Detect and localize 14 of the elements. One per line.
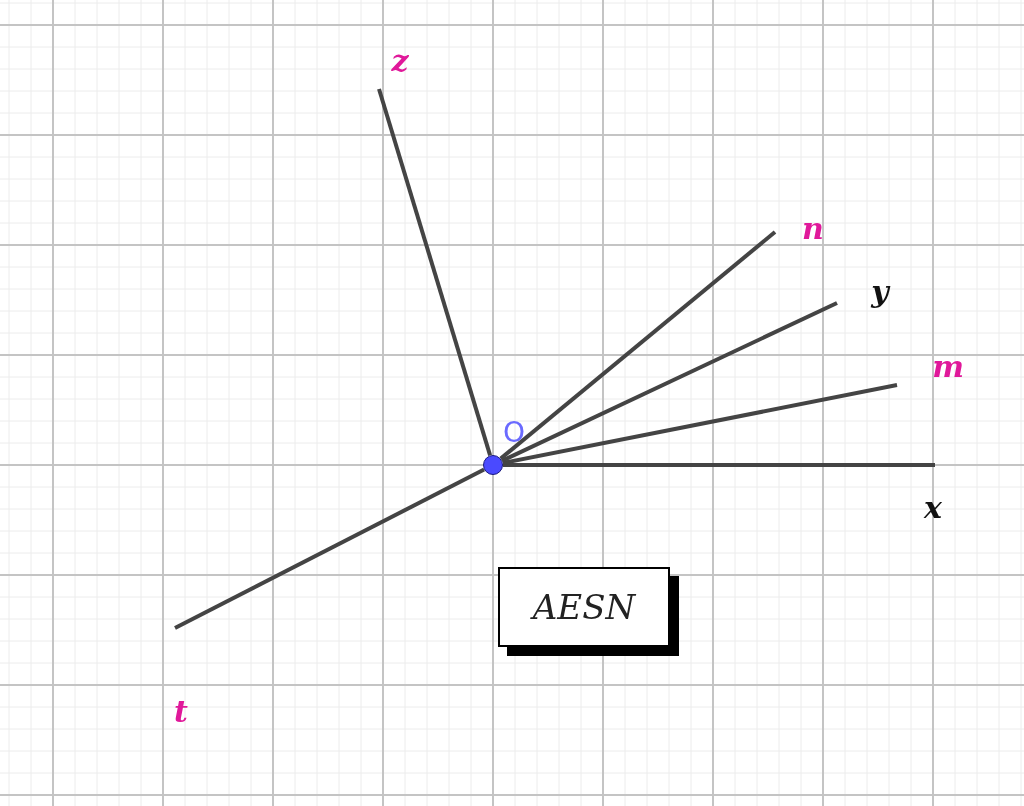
origin-point	[483, 455, 503, 475]
ray-label: x	[922, 491, 944, 525]
ray-line	[502, 383, 898, 466]
ray-label: t	[172, 695, 190, 729]
ray-line	[174, 467, 485, 630]
ray-line	[501, 301, 838, 463]
ray-line	[377, 88, 492, 456]
ray-label: m	[930, 350, 966, 384]
ray-line	[503, 463, 935, 467]
ray-label: n	[800, 212, 826, 246]
ray-line	[499, 230, 777, 461]
ray-label: y	[869, 275, 891, 309]
ray-label: z	[389, 44, 411, 78]
point-label: O	[503, 419, 526, 447]
